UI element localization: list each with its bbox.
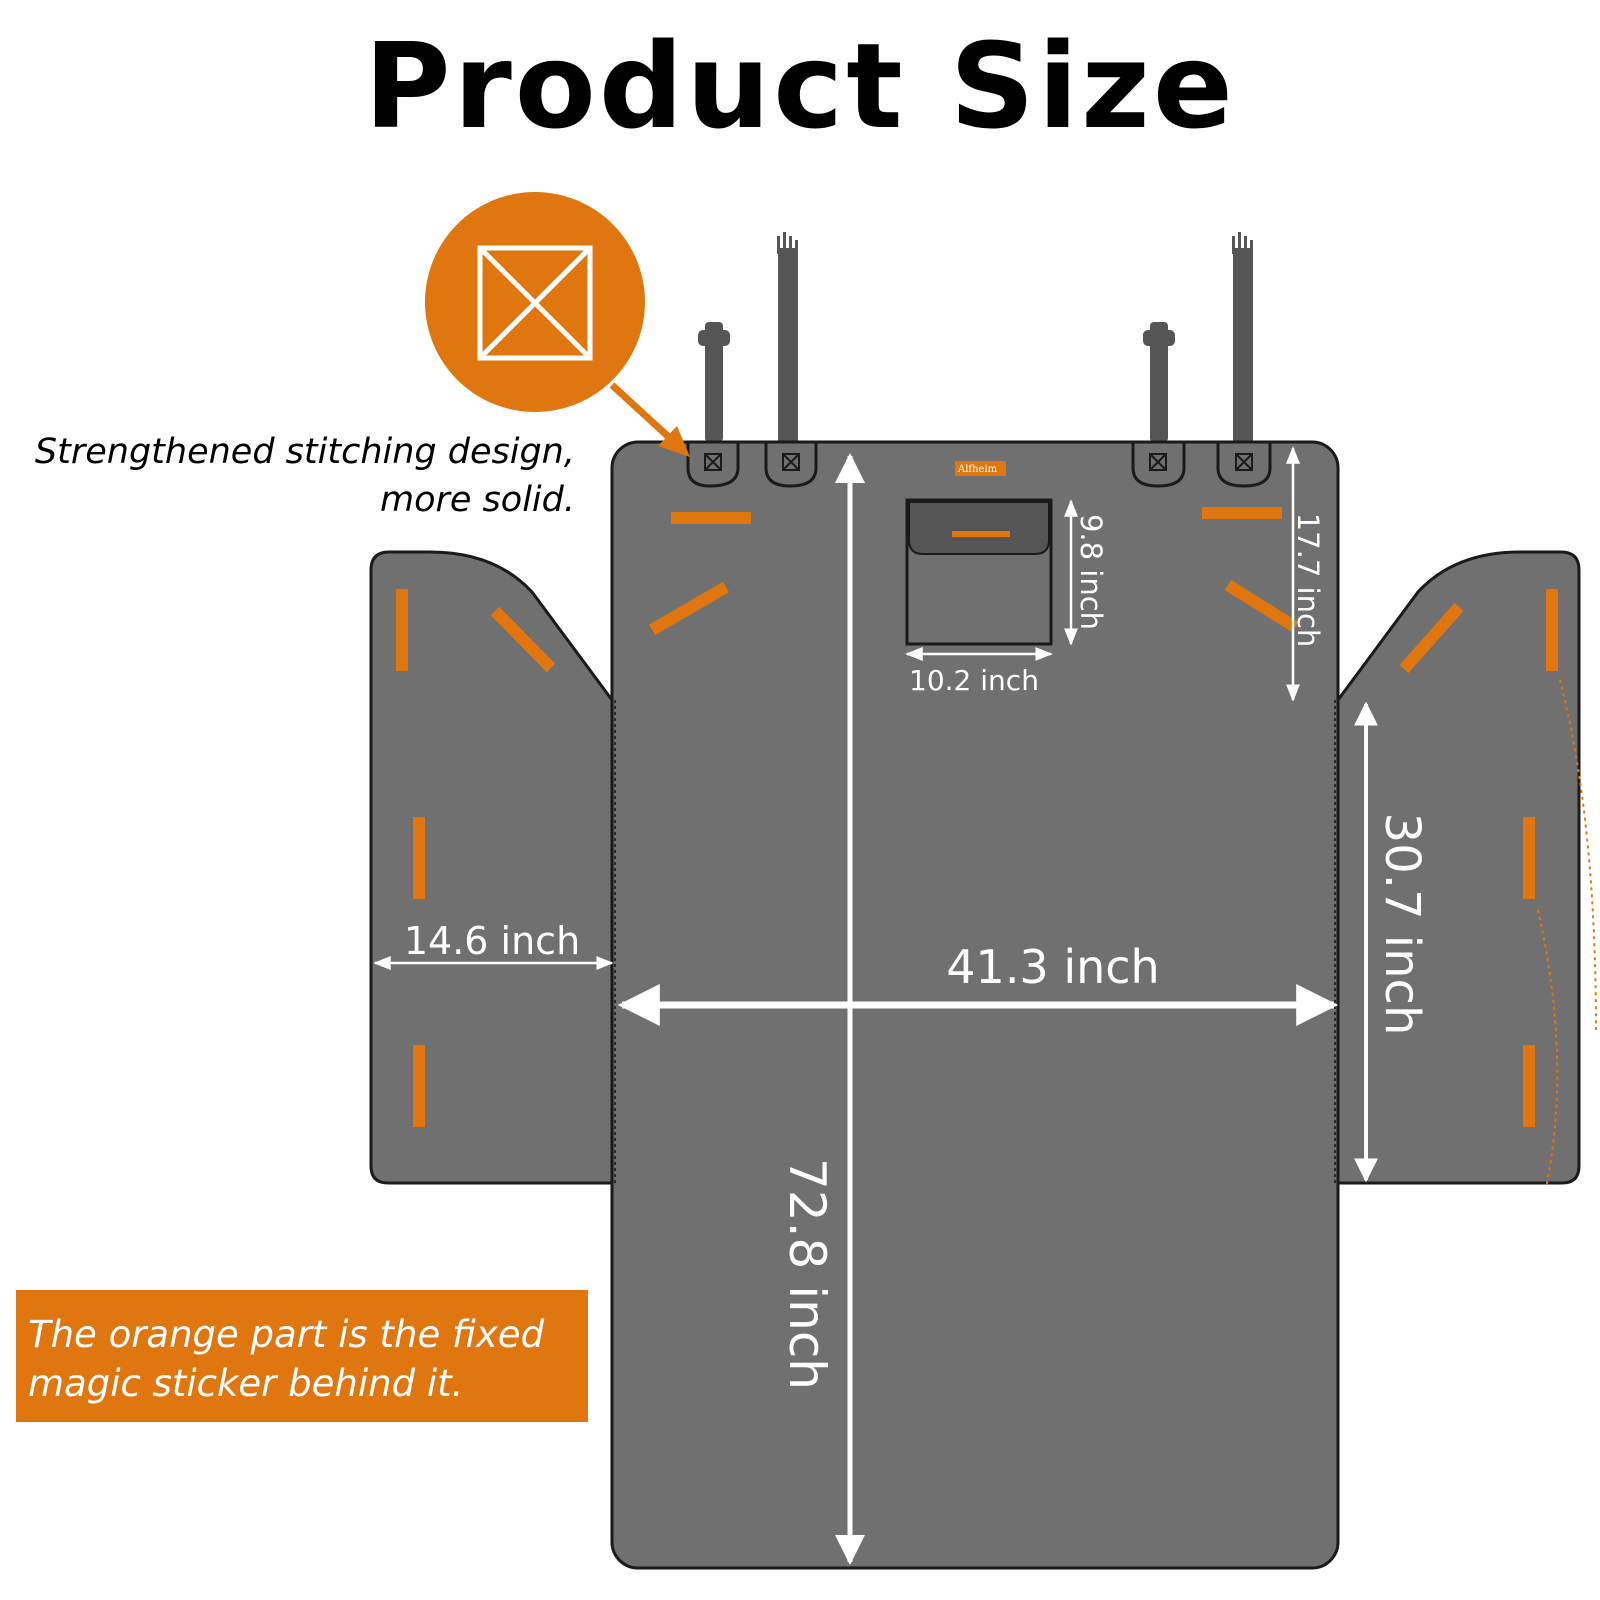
callout-line-2: more solid. xyxy=(380,480,575,520)
buckle-strap-right xyxy=(1143,322,1175,442)
stitch-x-box-icon xyxy=(782,453,800,471)
stitching-callout-text: Strengthened stitching design, more soli… xyxy=(10,428,575,524)
sticker-strip xyxy=(648,581,730,636)
flap-width-label: 14.6 inch xyxy=(404,919,580,963)
storage-pocket xyxy=(905,498,1053,646)
strap-loops xyxy=(686,442,1272,488)
stitch-x-box-icons xyxy=(704,453,1253,471)
total-length-label: 72.8 inch xyxy=(778,1158,836,1390)
strap-group xyxy=(698,232,1253,444)
right-flap-fold-line-lower xyxy=(1537,909,1559,1189)
sticker-strip xyxy=(1224,579,1299,633)
stitch-x-box-icon xyxy=(1149,453,1167,471)
hook-strap-right xyxy=(1232,232,1253,444)
strap-loop xyxy=(764,442,818,488)
strap-loop xyxy=(1131,442,1186,488)
stitch-x-box-icon xyxy=(1235,453,1253,471)
hook-strap-left xyxy=(777,232,798,444)
buckle-strap-left xyxy=(698,322,730,442)
callout-line-1: Strengthened stitching design, xyxy=(34,432,575,472)
pocket-flap xyxy=(908,501,1050,555)
sticker-strip xyxy=(1399,603,1464,673)
sticker-note-box: The orange part is the fixed magic stick… xyxy=(16,1290,588,1422)
brand-label-text: Alfheim xyxy=(957,464,998,475)
dimension-arrows xyxy=(373,446,1378,1565)
brand-label xyxy=(955,461,1006,476)
right-side-flap xyxy=(1336,550,1581,1185)
pocket-width-label: 10.2 inch xyxy=(909,664,1039,697)
strap-loop xyxy=(1216,442,1272,488)
stitch-x-box-icon xyxy=(477,245,593,361)
note-line-1: The orange part is the fixed xyxy=(28,1313,545,1356)
stitching-callout xyxy=(425,192,690,457)
callout-arrow-icon xyxy=(609,382,690,457)
stitch-x-box-icon xyxy=(704,453,722,471)
left-side-flap xyxy=(369,550,614,1185)
magic-sticker-strips xyxy=(396,507,1558,1127)
top-height-label: 17.7 inch xyxy=(1291,513,1325,648)
page-title: Product Size xyxy=(364,17,1236,155)
flap-height-label: 30.7 inch xyxy=(1374,813,1430,1036)
strap-loop xyxy=(686,442,740,488)
note-line-2: magic sticker behind it. xyxy=(28,1362,464,1405)
main-width-label: 41.3 inch xyxy=(946,940,1159,994)
pocket-height-label: 9.8 inch xyxy=(1074,514,1108,630)
sticker-strip xyxy=(490,606,556,673)
